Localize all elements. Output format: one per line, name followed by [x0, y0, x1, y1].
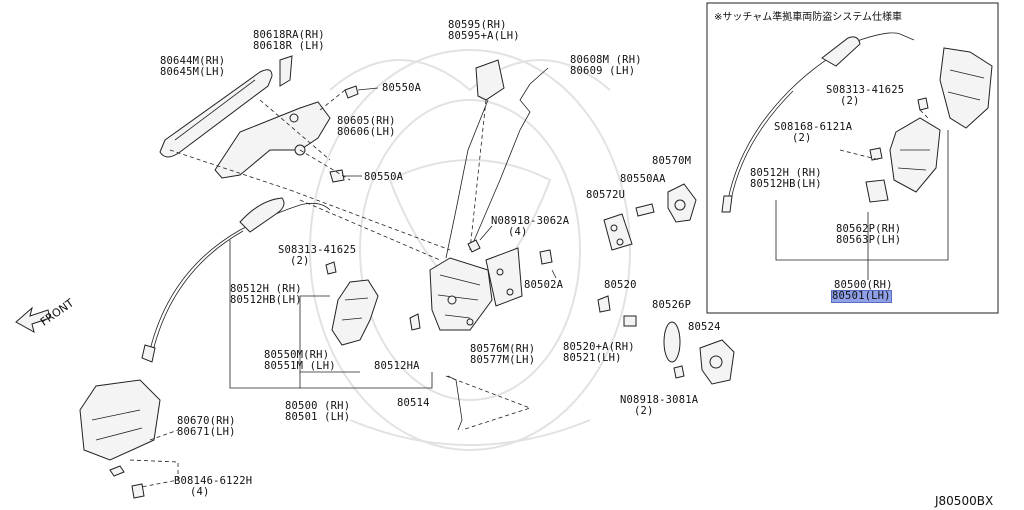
label-80618-lh: 80618R (LH) [253, 40, 325, 52]
seal-80526P [663, 321, 681, 363]
label-80608-lh: 80609 (LH) [570, 65, 636, 77]
label-80576M-lh: 80577M(LH) [470, 354, 536, 366]
label-80512HA: 80512HA [374, 360, 420, 372]
label-80512H-left-rh: 80512H (RH) [230, 283, 302, 295]
label-80595-lh: 80595+A(LH) [448, 30, 520, 42]
label-08313-left: S08313-41625 [278, 244, 357, 256]
label-80618-rh: 80618RA(RH) [253, 29, 325, 41]
lock-cylinder-80524 [699, 339, 735, 385]
label-80670-lh: 80671(LH) [177, 426, 236, 438]
bolt-08146 [131, 483, 145, 499]
label-80512H-left-lh: 80512HB(LH) [230, 294, 302, 306]
inset-label-80512H-rh: 80512H (RH) [750, 167, 822, 179]
nut-08918-3081A [673, 365, 685, 379]
inset-label-80500-rh: 80500(RH) [834, 279, 893, 291]
label-80524: 80524 [688, 321, 721, 333]
label-80550A-top: 80550A [382, 82, 422, 94]
inset-label-08168-qty: (2) [792, 132, 812, 144]
label-80520A-lh: 80521(LH) [563, 352, 622, 364]
bolt-80550AA [635, 203, 655, 217]
lever-80550M [331, 279, 379, 346]
shim-80572U [603, 213, 633, 251]
inset-label-80512H-lh: 80512HB(LH) [750, 178, 822, 190]
bolt-80502A [539, 249, 557, 279]
inset-note: ※サッチャム準拠車両防盗システム仕様車 [714, 12, 902, 23]
clip-80520 [597, 295, 611, 313]
rod-80595 [445, 59, 505, 259]
inset-label-08313: S08313-41625 [826, 84, 905, 96]
bracket-line-80512H [229, 240, 433, 389]
inset-lock-actuator [939, 47, 993, 129]
label-08146-qty: (4) [190, 486, 210, 498]
label-80514: 80514 [397, 397, 430, 409]
inset-screw-08313 [917, 97, 929, 111]
label-80550AA: 80550AA [620, 173, 666, 185]
rod-80514 [445, 375, 532, 431]
label-08918-3062A: N08918-3062A [491, 215, 570, 227]
label-08313-left-qty: (2) [290, 255, 310, 267]
bracket-80576M [485, 247, 523, 307]
inset-label-08168: S08168-6121A [774, 121, 853, 133]
label-80500-rh: 80500 (RH) [285, 400, 351, 412]
label-80501-lh: 80501 (LH) [285, 411, 351, 423]
label-80595-rh: 80595(RH) [448, 19, 507, 31]
label-80572U: 80572U [586, 189, 626, 201]
label-80605-lh: 80606(LH) [337, 126, 396, 138]
inside-handle-80670 [79, 379, 179, 489]
label-08146: B08146-6122H [174, 475, 253, 487]
label-80520: 80520 [604, 279, 637, 291]
inset-bracket-line [775, 130, 949, 280]
label-80550M-rh: 80550M(RH) [264, 349, 330, 361]
outside-handle-part [159, 69, 273, 158]
bolt-80550A-mid [329, 169, 362, 183]
inset-motor-unit [889, 117, 941, 193]
screw-08313-left [325, 261, 337, 275]
bolt-80550A-top [344, 85, 379, 99]
door-lock-actuator [429, 257, 493, 331]
label-80570M: 80570M [652, 155, 692, 167]
diagram-code: J80500BX [935, 494, 994, 508]
inset-label-80501-lh-highlighted[interactable]: 80501(LH) [831, 290, 892, 303]
label-80502A: 80502A [524, 279, 564, 291]
label-80550M-lh: 80551M (LH) [264, 360, 336, 372]
label-08918-3081A: N08918-3081A [620, 394, 699, 406]
handle-frame-part [214, 101, 331, 179]
front-arrow-icon [15, 306, 51, 333]
handle-cover-part [279, 55, 293, 87]
inset-cable [721, 32, 915, 213]
label-80576M-rh: 80576M(RH) [470, 343, 536, 355]
inset-frame [706, 2, 999, 314]
rod-80608 [469, 67, 549, 251]
pin-80520A [623, 315, 637, 327]
label-08918-3081A-qty: (2) [634, 405, 654, 417]
label-80605-rh: 80605(RH) [337, 115, 396, 127]
watermark-emblem [309, 49, 631, 451]
label-80520A-rh: 80520+A(RH) [563, 341, 635, 353]
label-08918-3062A-qty: (4) [508, 226, 528, 238]
nut-08918-3062A [467, 225, 493, 253]
label-80526P: 80526P [652, 299, 692, 311]
inset-screw-08168 [869, 147, 883, 161]
label-80608-rh: 80608M (RH) [570, 54, 642, 66]
clip-80512HA [409, 313, 421, 331]
inset-clip-80562P [865, 179, 889, 203]
inset-label-08313-qty: (2) [840, 95, 860, 107]
label-80644-rh: 80644M(RH) [160, 55, 226, 67]
label-80550A-mid: 80550A [364, 171, 404, 183]
striker-80570M [667, 183, 697, 223]
label-80644-lh: 80645M(LH) [160, 66, 226, 78]
inset-label-80562P-rh: 80562P(RH) [836, 223, 902, 235]
label-80670-rh: 80670(RH) [177, 415, 236, 427]
inset-label-80562P-lh: 80563P(LH) [836, 234, 902, 246]
cable-left [141, 197, 441, 363]
